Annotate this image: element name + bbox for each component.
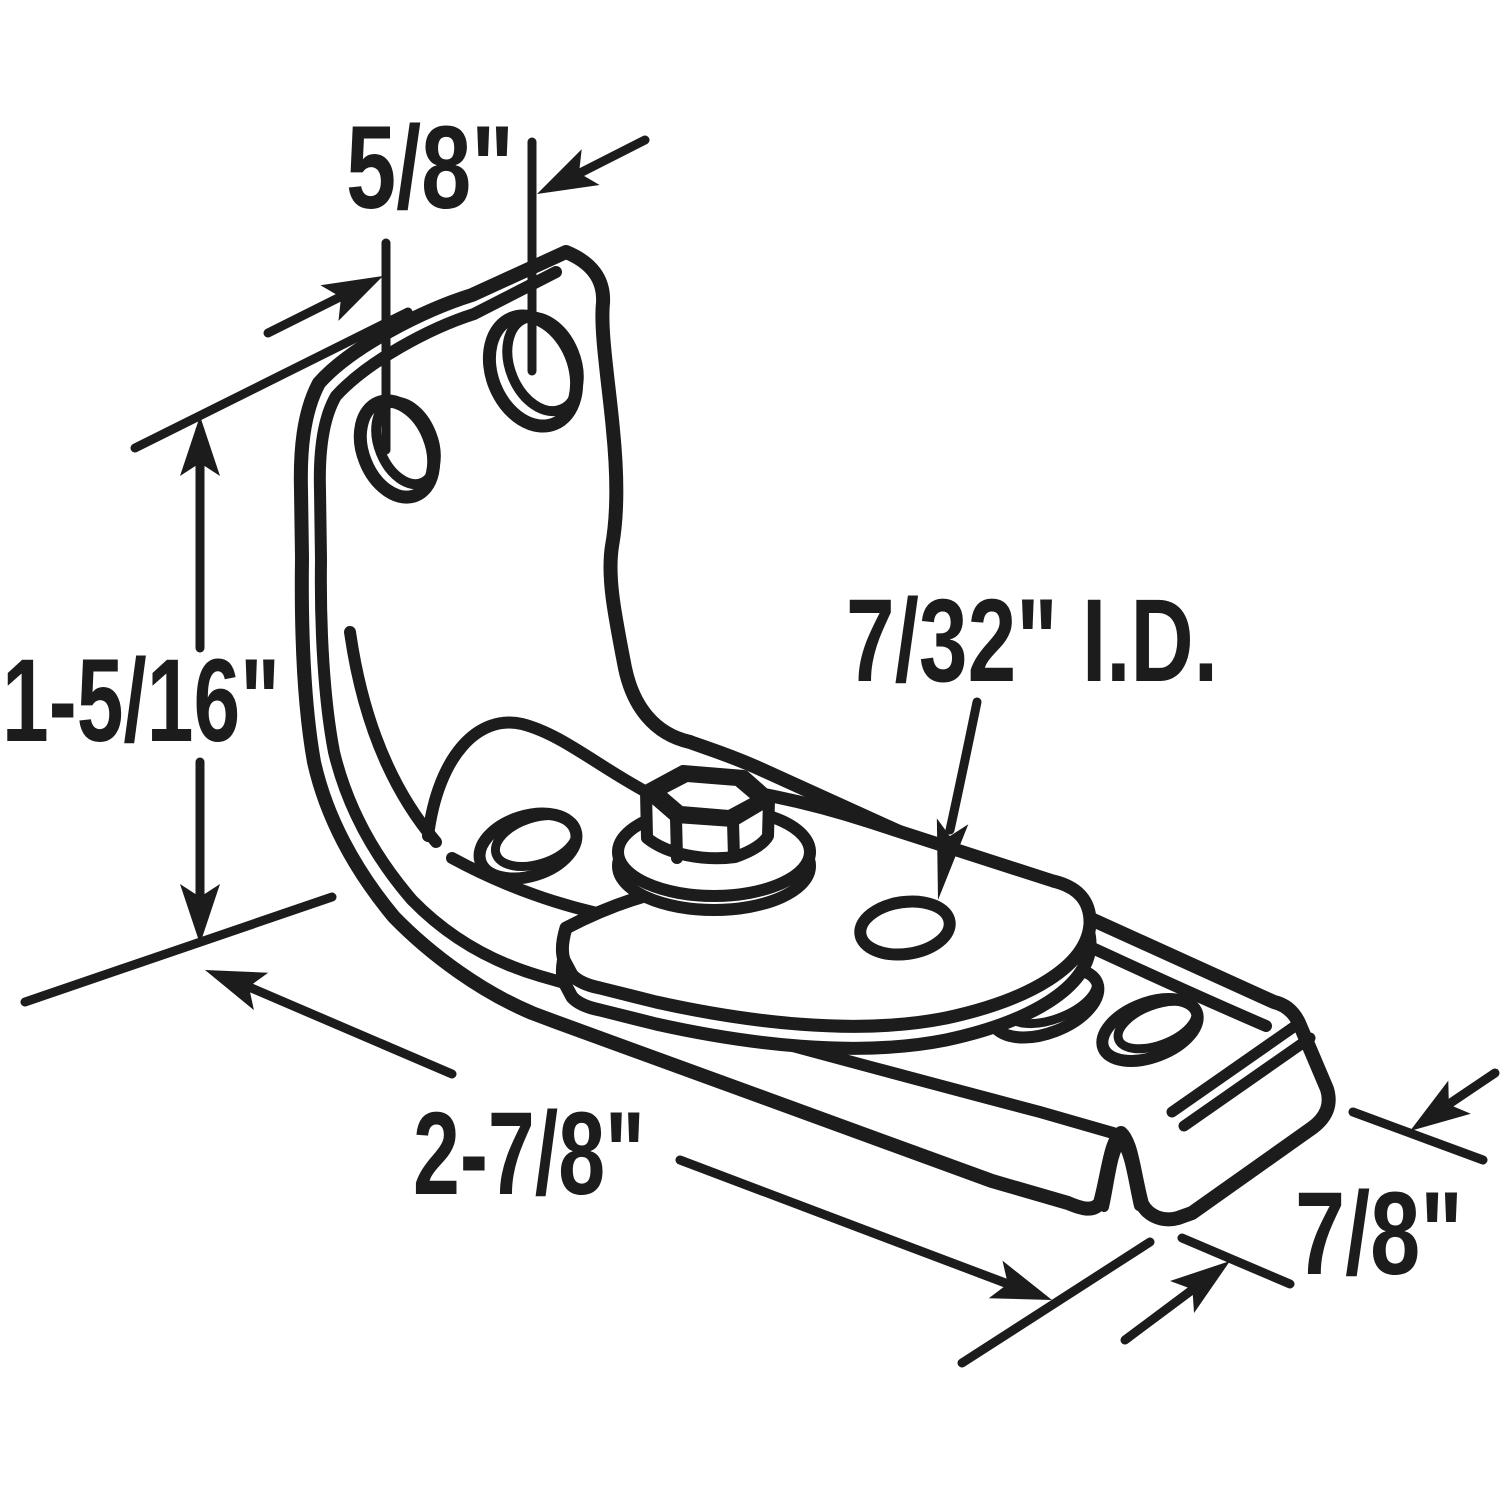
bracket-body xyxy=(293,245,1336,1227)
plate-pivot-hole xyxy=(854,895,956,961)
leg-hole-right xyxy=(482,309,584,433)
hex-nut xyxy=(640,765,776,865)
dim-line-diagonal-left xyxy=(244,982,457,1079)
label-base-length: 2-7/8" xyxy=(413,1088,645,1220)
extension-line-end-corner xyxy=(1348,1107,1488,1165)
leg-hole-left xyxy=(353,394,441,504)
dim-line-diagonal-right xyxy=(675,1155,1013,1289)
v-notch-icon xyxy=(1099,1137,1144,1212)
hex-nut-edge-1 xyxy=(670,812,683,864)
hex-nut-chamfer xyxy=(656,774,761,818)
hex-nut-edge-2 xyxy=(727,816,740,863)
arrowhead-icon xyxy=(528,149,600,212)
extension-line-base-bottom xyxy=(20,892,337,1007)
base-slot-2 xyxy=(1096,993,1204,1067)
dim-arrow-shaft xyxy=(575,135,650,178)
end-face-fold-line-2 xyxy=(1178,1032,1316,1132)
extension-line-front-corner xyxy=(1177,1233,1295,1289)
dim-arrow-shaft xyxy=(1120,1282,1201,1345)
dim-base-depth: 7/8" xyxy=(1120,1068,1500,1345)
arrowhead-icon xyxy=(197,951,269,1011)
end-face-fold-line-1 xyxy=(1166,1018,1304,1118)
callout-inner-diameter: 7/32" I.D. xyxy=(846,575,1218,903)
leader-line xyxy=(945,697,982,835)
dim-hole-spacing: 5/8" xyxy=(130,102,650,455)
dim-arrow-shaft xyxy=(1441,1068,1500,1111)
base-hole-left xyxy=(473,807,583,885)
arrowhead-icon xyxy=(320,258,393,321)
label-base-depth: 7/8" xyxy=(1295,1168,1463,1300)
dim-upright-height: 1-5/16" xyxy=(2,416,337,1007)
label-inner-diameter: 7/32" I.D. xyxy=(846,575,1218,707)
extension-line-notch-corner xyxy=(957,1237,1155,1368)
dim-arrow-shaft xyxy=(263,292,345,338)
label-upright-height: 1-5/16" xyxy=(2,635,280,767)
label-hole-spacing: 5/8" xyxy=(346,102,514,234)
dim-base-length: 2-7/8" xyxy=(197,951,1155,1368)
heel-bend-curve-1 xyxy=(344,626,442,848)
heel-bend-curve-2 xyxy=(422,716,658,842)
extension-line-top-edge xyxy=(130,307,413,453)
